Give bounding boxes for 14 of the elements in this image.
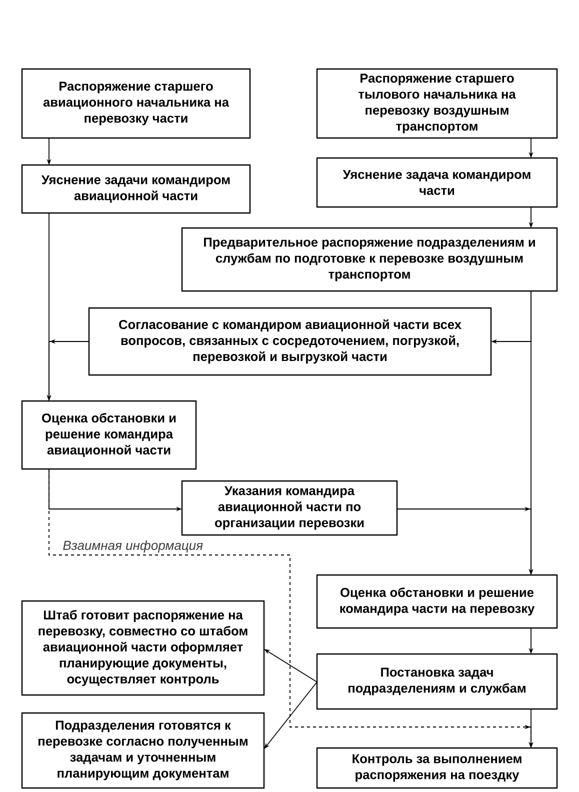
process-box: Контроль за выполнением распоряжения на поездку <box>316 747 558 789</box>
process-box: Подразделения готовятся к перевозке согласно полученным задачам и уточненным планирующим документам <box>21 712 265 789</box>
process-box: Постановка задач подразделениям и службам <box>316 653 558 710</box>
process-box: Предварительное распоряжение подразделениям и службам по подготовке к перевозке воздушным транспортом <box>181 227 558 292</box>
process-box: Распоряжение старшего тылового начальника на перевозку воздушным транспортом <box>316 68 558 139</box>
process-box: Оценка обстановки и решение командира части на перевозку <box>316 574 558 629</box>
process-box: Оценка обстановки и решение командира авиационной части <box>21 400 197 470</box>
edge-label: Взаимная информация <box>62 540 204 554</box>
process-box: Распоряжение старшего авиационного начальника на перевозку части <box>21 68 251 139</box>
process-box: Штаб готовит распоряжение на перевозку, совместно со штабом авиационной части оформляет планирующие документы, осуществляет контроль <box>21 600 265 696</box>
process-box: Указания командира авиационной части по организации перевозки <box>181 480 398 536</box>
process-box: Согласование с командиром авиационной части всех вопросов, связанных с сосредоточением, погрузкой, перевозкой и выгрузкой части <box>88 307 492 376</box>
process-box: Уяснение задача командиром части <box>316 157 558 208</box>
process-box: Уяснение задачи командиром авиационной части <box>21 164 251 214</box>
